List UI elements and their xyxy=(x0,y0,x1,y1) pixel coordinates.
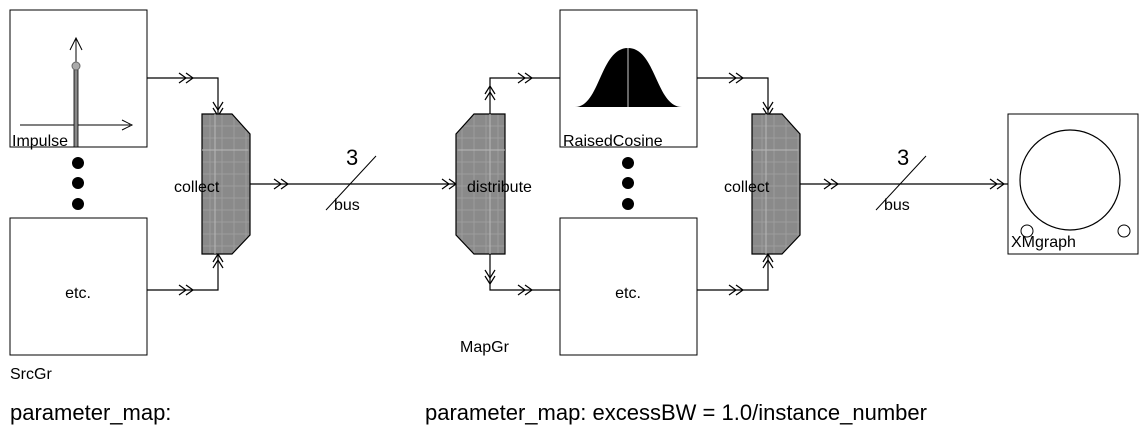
src-etc-label: etc. xyxy=(65,285,91,302)
collect-block-1[interactable]: collect xyxy=(174,113,251,255)
distribute-block[interactable]: distribute xyxy=(455,113,532,255)
ellipsis-dots-icon xyxy=(622,157,634,210)
bus2-width: 3 xyxy=(897,145,909,170)
collect1-label: collect xyxy=(174,179,220,196)
xmgraph-label: XMgraph xyxy=(1011,234,1076,251)
map-galaxy-label: MapGr xyxy=(460,339,510,356)
xmgraph-block[interactable]: XMgraph xyxy=(1007,113,1139,255)
impulse-block[interactable]: Impulse xyxy=(9,9,148,150)
ellipsis-dots-icon xyxy=(72,157,84,210)
collect2-label: collect xyxy=(724,179,770,196)
src-parameter-map: parameter_map: xyxy=(10,400,171,425)
distribute-label: distribute xyxy=(467,179,532,196)
map-etc-block[interactable]: etc. xyxy=(559,217,698,356)
collect-block-2[interactable]: collect xyxy=(724,113,801,255)
bus-wire-2: 3 bus xyxy=(800,145,1008,214)
bus-wire-1: 3 bus xyxy=(250,145,460,214)
src-galaxy-label: SrcGr xyxy=(10,366,52,383)
impulse-icon xyxy=(20,36,134,148)
wire-raisedcosine-to-collect xyxy=(697,72,774,118)
raisedcosine-block[interactable]: RaisedCosine xyxy=(559,9,698,150)
wire-distribute-to-raisedcosine xyxy=(484,72,560,114)
bus2-label: bus xyxy=(884,197,910,214)
wire-map-etc-to-collect xyxy=(697,252,774,296)
wire-src-etc-to-collect xyxy=(147,252,224,296)
bus1-label: bus xyxy=(334,197,360,214)
map-parameter-map: parameter_map: excessBW = 1.0/instance_n… xyxy=(425,400,927,425)
bus1-width: 3 xyxy=(346,145,358,170)
raisedcosine-label: RaisedCosine xyxy=(563,133,663,150)
map-etc-label: etc. xyxy=(615,285,641,302)
raised-cosine-icon xyxy=(575,48,682,107)
impulse-label: Impulse xyxy=(12,133,68,150)
src-etc-block[interactable]: etc. xyxy=(9,217,148,356)
wire-impulse-to-collect xyxy=(147,72,224,118)
wire-distribute-to-map-etc xyxy=(484,254,560,296)
xmgraph-icon xyxy=(1019,129,1131,238)
